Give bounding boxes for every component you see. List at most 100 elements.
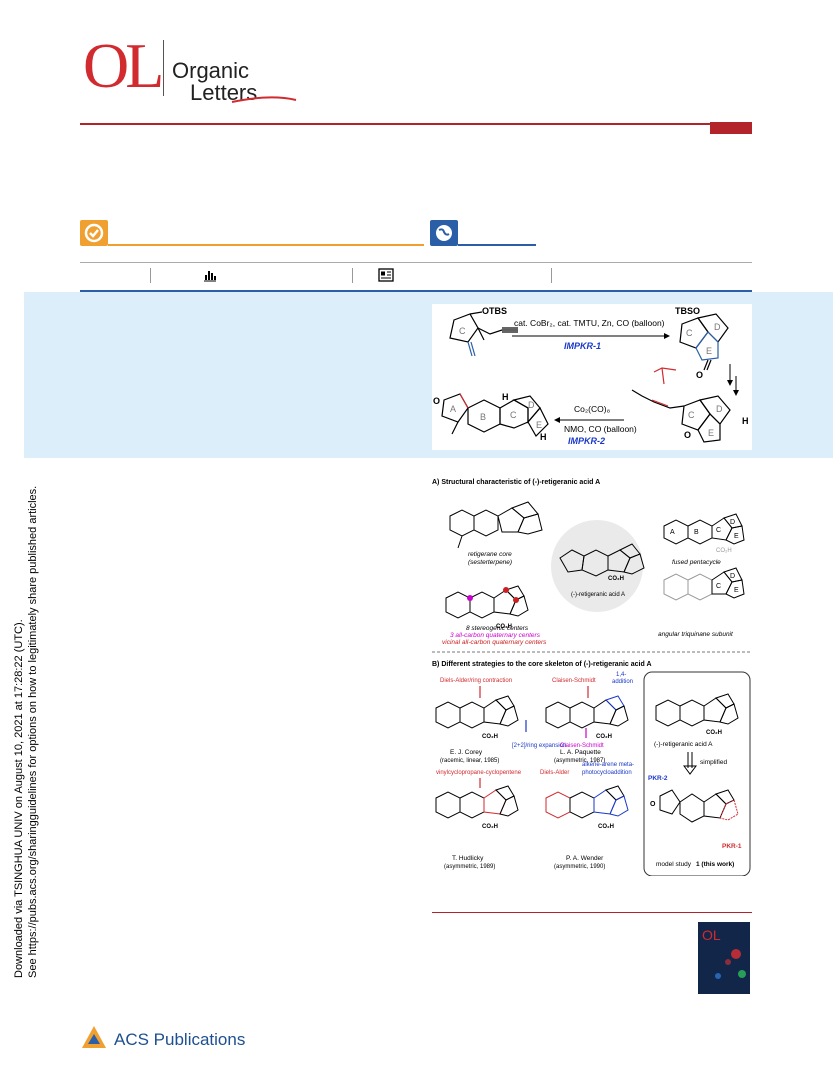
ketone-o-label: O bbox=[696, 370, 703, 380]
paquette-year: (asymmetric, 1987) bbox=[554, 758, 605, 764]
toc-graphic: OTBS C cat. CoBr₂, cat. TMTU, Zn, CO (ba… bbox=[432, 304, 752, 450]
model-study-bold: 1 (this work) bbox=[696, 861, 734, 868]
journal-logo-letters: OL bbox=[83, 30, 164, 101]
hudlicky-strategy-top: vinylcyclopropane-cyclopentene bbox=[436, 770, 522, 776]
triquinane-label: angular triquinane subunit bbox=[658, 631, 734, 638]
panel-a-title: A) Structural characteristic of (-)-reti… bbox=[432, 479, 600, 486]
ring-c-label: C bbox=[686, 328, 693, 338]
retigerane-core-structure bbox=[449, 501, 543, 549]
ketone-o-label: O bbox=[650, 801, 656, 808]
enyne-intermediate-structure bbox=[631, 367, 731, 443]
pentacycle-product-structure bbox=[441, 393, 549, 437]
access-rule-orange bbox=[108, 244, 424, 246]
core-label-2: (sesterterpene) bbox=[468, 559, 512, 566]
metrics-row-top-rule bbox=[80, 262, 752, 263]
ring-a-label: A bbox=[670, 529, 675, 536]
reagent-1: cat. CoBr₂, cat. TMTU, Zn, CO (balloon) bbox=[514, 318, 665, 328]
ring-e-label: E bbox=[536, 420, 542, 430]
core-label-1: retigerane core bbox=[468, 551, 512, 558]
paquette-addition-1: 1,4- bbox=[616, 672, 626, 678]
hudlicky-structure bbox=[435, 785, 519, 819]
metrics-bar-chart-icon[interactable] bbox=[203, 268, 217, 287]
otbs-label: OTBS bbox=[482, 306, 507, 316]
ring-e-label: E bbox=[734, 533, 739, 540]
ring-c-label: C bbox=[716, 583, 721, 590]
quaternary-center-marker bbox=[513, 597, 519, 603]
center-label: (-)-retigeranic acid A bbox=[571, 592, 625, 598]
access-rule-blue bbox=[458, 244, 536, 246]
h-label: H bbox=[502, 392, 509, 402]
model-study-prefix: model study bbox=[656, 861, 692, 868]
ring-d-label: D bbox=[730, 519, 735, 526]
corey-strategy-top: Diels-Alder/ring contraction bbox=[440, 678, 512, 684]
ring-b-label: B bbox=[480, 412, 486, 422]
wender-strategy-top-1: Diels-Alder bbox=[540, 770, 569, 776]
pkr1-product-structure bbox=[679, 313, 729, 371]
stereo-label-1: 8 stereogenic centers bbox=[466, 625, 529, 632]
journal-name-line1: Organic bbox=[172, 58, 250, 83]
ring-c-label: C bbox=[459, 326, 466, 336]
highlight-circle bbox=[551, 520, 643, 612]
wender-strategy-top-2: alkene-arene meta- bbox=[582, 762, 634, 768]
metrics-separator bbox=[352, 268, 353, 283]
ring-c-label: C bbox=[716, 527, 721, 534]
reagent-2a: Co₂(CO)₈ bbox=[574, 404, 611, 414]
ring-e-label: E bbox=[708, 428, 714, 438]
co2h-label: CO₂H bbox=[716, 548, 732, 554]
download-notice-line2: See https://pubs.acs.org/sharingguidelin… bbox=[27, 486, 39, 978]
fused-pentacycle-structure bbox=[663, 513, 745, 545]
ring-d-label: D bbox=[730, 573, 735, 580]
globe-icon[interactable] bbox=[430, 220, 458, 246]
download-notice: Downloaded via TSINGHUA UNIV on August 1… bbox=[8, 330, 48, 990]
ring-c-label: C bbox=[510, 410, 517, 420]
co2h-label: CO₂H bbox=[706, 730, 722, 736]
triquinane-structure bbox=[663, 567, 745, 601]
h-label: H bbox=[742, 416, 749, 426]
panel-b-title: B) Different strategies to the core skel… bbox=[432, 661, 652, 668]
metrics-separator bbox=[150, 268, 151, 283]
target-structure bbox=[655, 693, 739, 727]
wender-strategy-top-3: photocycloaddition bbox=[582, 770, 632, 776]
paquette-name: L. A. Paquette bbox=[560, 749, 601, 756]
ring-b-label: B bbox=[694, 529, 699, 536]
tbso-label: TBSO bbox=[675, 306, 700, 316]
quaternary-center-marker bbox=[467, 595, 473, 601]
starting-material-structure bbox=[449, 311, 518, 357]
ketone-o-label: O bbox=[433, 396, 440, 406]
paquette-strategy-top: Claisen-Schmidt bbox=[552, 678, 596, 684]
corey-structure bbox=[435, 695, 519, 729]
open-access-checkmark-icon[interactable] bbox=[80, 220, 108, 246]
header-rule bbox=[80, 123, 752, 125]
numbered-retigeranic-acid-structure bbox=[559, 543, 645, 577]
corey-strategy-bottom: [2+2]/ring expansion bbox=[512, 743, 566, 749]
step-impkr-1: IMPKR-1 bbox=[564, 341, 601, 351]
ring-d-label: D bbox=[714, 322, 721, 332]
hudlicky-name: T. Hudlicky bbox=[452, 855, 484, 862]
reagent-2b: NMO, CO (balloon) bbox=[564, 424, 637, 434]
co2h-label: CO₂H bbox=[496, 624, 512, 630]
acs-publications-logo[interactable]: ACS Publications bbox=[80, 1024, 250, 1061]
co2h-label: CO₂H bbox=[608, 576, 624, 582]
footer-rule bbox=[432, 912, 752, 913]
metrics-row-bottom-rule bbox=[80, 290, 752, 292]
corey-name: E. J. Corey bbox=[450, 749, 483, 756]
model-study-structure bbox=[659, 789, 739, 823]
journal-cover-thumbnail[interactable]: OL bbox=[698, 922, 750, 994]
ring-e-label: E bbox=[706, 346, 712, 356]
quaternary-center-marker bbox=[503, 587, 509, 593]
publisher-name: ACS Publications bbox=[114, 1030, 245, 1049]
ring-c-label: C bbox=[688, 410, 695, 420]
stereo-label-3: vicinal all-carbon quaternary centers bbox=[442, 639, 547, 646]
pkr1-label: PKR-1 bbox=[722, 843, 742, 850]
wender-year: (asymmetric, 1990) bbox=[554, 864, 605, 870]
stereocenters-structure bbox=[445, 585, 529, 619]
logo-swoosh bbox=[231, 96, 297, 103]
ring-d-label: D bbox=[716, 404, 723, 414]
co2h-label: CO₂H bbox=[482, 734, 498, 740]
step-impkr-2: IMPKR-2 bbox=[568, 436, 605, 446]
ring-e-label: E bbox=[734, 587, 739, 594]
paquette-strategy-bottom: Claisen-Schmidt bbox=[560, 743, 604, 749]
h-label: H bbox=[540, 432, 547, 442]
article-recommendations-icon[interactable] bbox=[378, 268, 394, 287]
co2h-label: CO₂H bbox=[596, 734, 612, 740]
